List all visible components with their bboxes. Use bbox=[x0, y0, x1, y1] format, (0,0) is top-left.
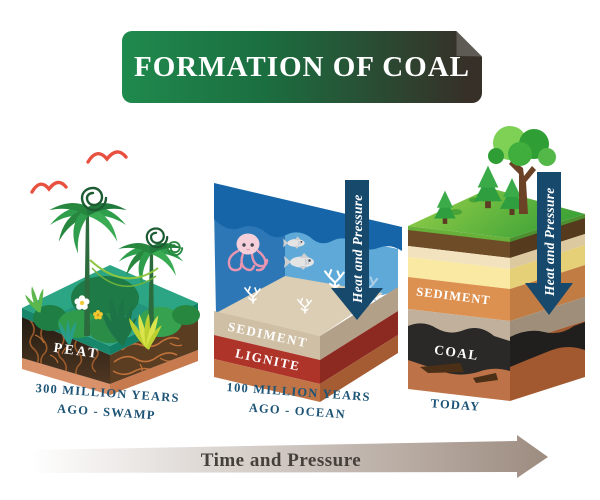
sediment-layer bbox=[408, 277, 510, 321]
banner-fold-icon bbox=[456, 31, 482, 57]
ocean-stage-illustration: SEDIMENT LIGNITE Heat and Pressure bbox=[214, 180, 402, 402]
octopus-icon bbox=[227, 233, 269, 272]
title-banner: FORMATION OF COAL bbox=[122, 31, 482, 103]
down-arrow-icon bbox=[331, 180, 383, 320]
peat-front-face bbox=[22, 317, 110, 384]
swamp-stage-illustration: PEAT bbox=[22, 150, 200, 395]
swamp-vegetation bbox=[23, 186, 200, 350]
peat-layer-label: PEAT bbox=[53, 341, 101, 362]
bird-icon bbox=[30, 180, 68, 194]
block-base-left bbox=[22, 358, 110, 395]
back-left-wall bbox=[214, 209, 285, 315]
block-base-right bbox=[110, 350, 198, 395]
coal-layer-label: COAL bbox=[433, 342, 480, 363]
palm-trunk bbox=[84, 212, 90, 336]
heat-pressure-label: Heat and Pressure bbox=[350, 194, 365, 304]
bird-icons bbox=[30, 150, 128, 194]
sediment-front bbox=[214, 311, 320, 360]
bush bbox=[172, 305, 200, 325]
lignite-front bbox=[214, 335, 320, 384]
coal-chunk bbox=[473, 373, 498, 383]
lignite-right bbox=[320, 311, 398, 384]
tree-icon bbox=[488, 126, 556, 214]
coal-chunk bbox=[420, 363, 464, 373]
flower-icon bbox=[93, 310, 103, 320]
today-stage-illustration: SEDIMENT COAL Heat and Pressure bbox=[408, 126, 585, 401]
page-title: FORMATION OF COAL bbox=[134, 50, 470, 83]
right-arrow-icon bbox=[30, 435, 548, 478]
bird-icon bbox=[86, 150, 128, 164]
coal-seam-front bbox=[408, 323, 510, 375]
heat-pressure-label: Heat and Pressure bbox=[542, 187, 557, 297]
timeline-arrow-label: Time and Pressure bbox=[201, 450, 362, 471]
heat-pressure-arrow: Heat and Pressure bbox=[331, 180, 383, 320]
flower-icon bbox=[74, 295, 90, 310]
today-strata: SEDIMENT COAL bbox=[408, 188, 585, 401]
coal-seam-right bbox=[510, 322, 585, 367]
roots-left bbox=[29, 319, 99, 379]
timeline-arrow: Time and Pressure bbox=[30, 435, 548, 478]
fern-spiral-icon bbox=[166, 241, 184, 257]
sediment-right bbox=[320, 287, 398, 360]
base-front bbox=[214, 359, 320, 402]
base-right bbox=[320, 335, 398, 402]
heat-pressure-arrow: Heat and Pressure bbox=[525, 172, 573, 315]
ocean-strata: SEDIMENT LIGNITE bbox=[214, 287, 398, 402]
down-arrow-icon bbox=[525, 172, 573, 315]
vine bbox=[91, 267, 157, 287]
vine bbox=[89, 259, 159, 280]
